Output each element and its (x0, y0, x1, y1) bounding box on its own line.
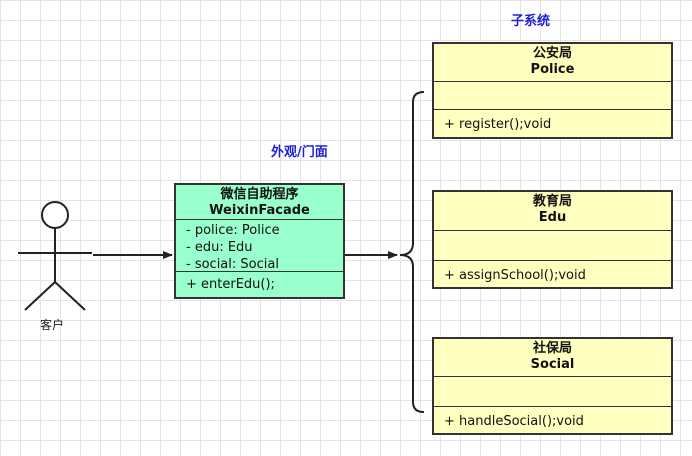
police-attributes (434, 81, 671, 109)
subsystem-brace (399, 91, 425, 413)
facade-attr-police: - police: Police (186, 223, 280, 238)
facade-name-en: WeixinFacade (209, 203, 310, 218)
subsystem-label: 子系统 (511, 14, 551, 29)
facade-attr-edu: - edu: Edu (186, 240, 253, 255)
edu-class-box[interactable]: 教育局 Edu + assignSchool();void (432, 190, 673, 289)
police-name-cn: 公安局 (532, 46, 572, 61)
actor-figure (18, 201, 92, 311)
edu-name-cn: 教育局 (532, 194, 572, 209)
social-class-box[interactable]: 社保局 Social + handleSocial();void (432, 337, 673, 435)
social-class-title: 社保局 Social (434, 339, 671, 376)
police-method-register: + register();void (444, 117, 552, 132)
police-name-en: Police (530, 62, 575, 77)
edu-methods: + assignSchool();void (434, 260, 671, 284)
facade-class-box[interactable]: 微信自助程序 WeixinFacade - police: Police - e… (174, 183, 345, 299)
police-methods: + register();void (434, 109, 671, 133)
facade-name-cn: 微信自助程序 (220, 187, 299, 202)
facade-methods: + enterEdu(); (176, 271, 343, 293)
social-name-cn: 社保局 (532, 341, 572, 356)
facade-method-enteredu: + enterEdu(); (186, 277, 275, 292)
edu-method-assignschool: + assignSchool();void (444, 268, 586, 283)
facade-class-title: 微信自助程序 WeixinFacade (176, 185, 343, 219)
edu-class-title: 教育局 Edu (434, 192, 671, 230)
edu-attributes (434, 230, 671, 260)
facade-label: 外观/门面 (271, 145, 328, 160)
social-attributes (434, 376, 671, 406)
client-label: 客户 (40, 318, 65, 332)
social-name-en: Social (530, 357, 575, 372)
facade-attr-social: - social: Social (186, 257, 279, 272)
social-methods: + handleSocial();void (434, 406, 671, 430)
facade-attributes: - police: Police - edu: Edu - social: So… (176, 219, 343, 272)
edu-name-en: Edu (538, 210, 567, 225)
police-class-title: 公安局 Police (434, 44, 671, 81)
social-method-handlesocial: + handleSocial();void (444, 414, 584, 429)
police-class-box[interactable]: 公安局 Police + register();void (432, 42, 673, 139)
